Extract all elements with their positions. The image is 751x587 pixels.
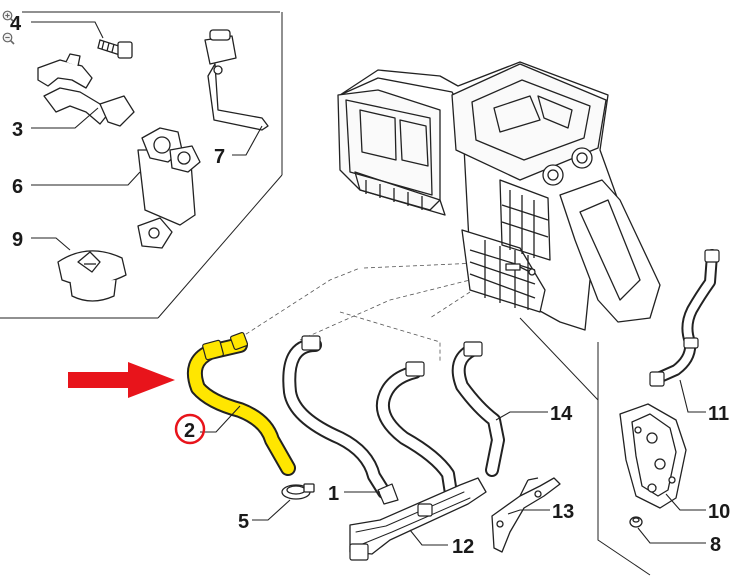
part-label-3: 3 [12,119,23,141]
part-label-6: 6 [12,176,23,198]
part-label-2: 2 [184,420,195,442]
part-12-hose-fitting [349,361,487,561]
part-7-bracket [204,29,269,131]
inset-panel-border [0,11,283,319]
part-label-9: 9 [12,229,23,251]
part-label-4: 4 [10,13,22,35]
part-11-hose-pipe [649,249,720,387]
part-label-7: 7 [214,146,225,168]
magnifier-minus-icon [2,32,15,45]
part-label-14: 14 [550,403,573,425]
leader-lines [31,21,706,546]
heater-box-assembly [337,61,661,331]
part-13-bracket [491,477,561,553]
part-2-hose-body [189,339,294,474]
part-2-hose-highlighted [187,331,296,476]
part-9-cap [57,250,127,302]
zoom-in-button[interactable] [2,10,15,23]
part-10-gasket [619,403,687,509]
part-label-11: 11 [708,403,729,425]
part-6-clip-bracket [137,127,201,249]
part-label-1: 1 [328,483,339,505]
part-label-5: 5 [238,511,249,533]
part-label-12: 12 [452,536,474,558]
magnifier-plus-icon [2,10,15,23]
section-separator [519,317,651,576]
part-8-nut [629,516,643,528]
part-14-hose [451,341,505,477]
part-label-13: 13 [552,501,574,523]
highlight-arrow [68,362,175,398]
part-3-clamp [37,53,135,127]
assembly-guide-lines [239,261,501,362]
highlight-circle-label-2 [174,413,206,445]
part-5-hose-clamp [281,483,315,500]
part-label-10: 10 [708,501,730,523]
part-1-hose [282,335,399,505]
zoom-out-button[interactable] [2,32,15,45]
part-label-8: 8 [710,534,721,556]
part-4-bolt [97,39,133,59]
